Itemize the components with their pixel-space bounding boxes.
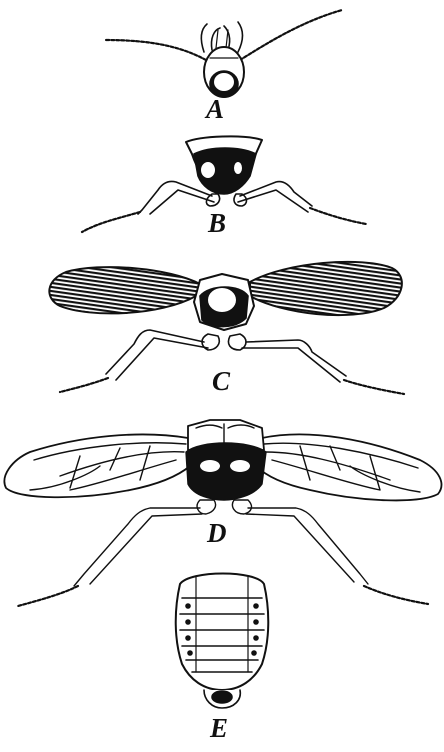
figure-label-d: D [207,520,227,547]
right-hindleg [246,508,368,584]
left-elytron [49,267,200,313]
right-antenna [240,10,342,60]
figure-label-a: A [206,96,224,123]
left-hindleg [74,508,202,586]
head-figure-a [105,10,342,97]
right-elytron [250,262,402,315]
left-antenna [105,40,206,60]
right-foreleg [238,182,312,212]
left-midleg [106,330,208,380]
figure-label-c: C [212,368,230,395]
right-midleg [242,340,346,382]
abdomen-figure-e [176,574,269,709]
left-wing [4,434,190,497]
figure-label-e: E [210,715,228,742]
figure-label-b: B [208,210,226,237]
left-foreleg [138,181,214,214]
